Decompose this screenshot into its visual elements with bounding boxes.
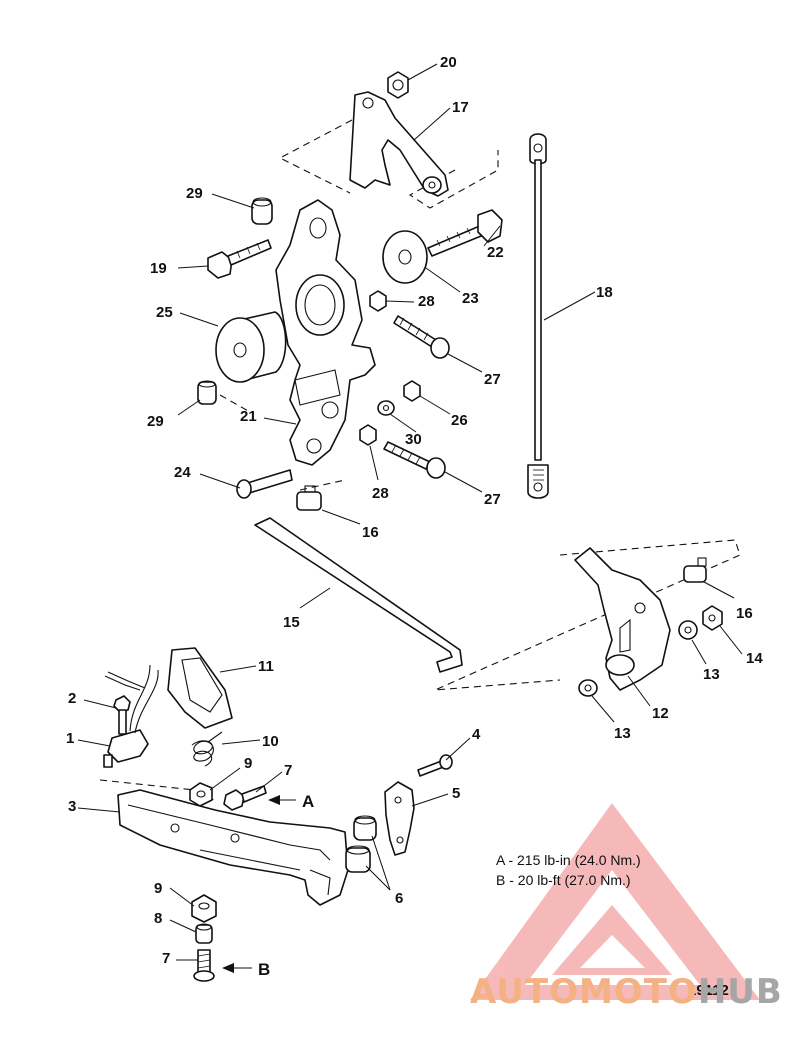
callout-6: 6 <box>395 890 403 907</box>
torque-arrow-b <box>222 963 252 973</box>
part-10-spring <box>191 731 223 767</box>
part-15-link-rod <box>254 517 463 673</box>
part-11-cover <box>167 647 233 729</box>
part-6-bushing-upper <box>353 815 377 841</box>
part-23-washer <box>382 230 428 284</box>
part-2-screw <box>113 695 131 735</box>
torque-spec-a: A - 215 lb-in (24.0 Nm.) <box>496 852 641 868</box>
watermark-text-hub: HUB <box>697 972 783 1012</box>
callout-28-lower: 28 <box>372 485 389 502</box>
callout-13-left: 13 <box>614 725 631 742</box>
part-7-bolt-upper <box>223 785 267 811</box>
part-3-mounting-plate <box>117 789 349 906</box>
watermark-text: AUTOMOTOHUB <box>470 972 783 1012</box>
callout-30: 30 <box>405 431 422 448</box>
callout-16-upper: 16 <box>362 524 379 541</box>
callout-7-upper: 7 <box>284 762 292 779</box>
callout-numbers: 20 17 18 29 19 22 23 28 25 27 29 21 26 3… <box>66 54 763 979</box>
part-24-pin <box>236 469 293 499</box>
callout-16-right: 16 <box>736 605 753 622</box>
part-7-bolt-lower <box>193 949 215 982</box>
part-25-roller <box>215 311 287 383</box>
part-13-bushing-left <box>578 679 598 697</box>
callout-14: 14 <box>746 650 763 667</box>
part-29-bushing-upper <box>251 197 273 225</box>
part-12-lever <box>574 547 671 691</box>
leader-lines <box>77 63 743 961</box>
callout-29-upper: 29 <box>186 185 203 202</box>
part-16-clip-upper <box>296 485 322 511</box>
callout-7-lower: 7 <box>162 950 170 967</box>
callout-28-upper: 28 <box>418 293 435 310</box>
part-26-nut <box>403 380 421 402</box>
callout-8: 8 <box>154 910 162 927</box>
part-29-bushing-lower <box>197 380 217 405</box>
callout-29-lower: 29 <box>147 413 164 430</box>
part-19-bolt <box>207 239 272 279</box>
callout-24: 24 <box>174 464 191 481</box>
part-27-screw-lower <box>383 441 446 479</box>
callout-3: 3 <box>68 798 76 815</box>
part-5-bracket <box>384 781 415 856</box>
callout-11: 11 <box>258 658 274 675</box>
callout-4: 4 <box>472 726 481 743</box>
part-17-bracket <box>349 91 449 197</box>
torque-letter-a: A <box>302 792 314 811</box>
part-18-link-rod <box>527 133 549 499</box>
callout-25: 25 <box>156 304 173 321</box>
callout-5: 5 <box>452 785 460 802</box>
figure-number: 19112 <box>688 982 729 999</box>
callout-2: 2 <box>68 690 76 707</box>
part-21-throttle-cam <box>275 199 376 466</box>
watermark-text-automoto: AUTOMOTO <box>470 972 698 1012</box>
part-6-bushing-lower <box>345 845 371 873</box>
part-8-spacer <box>195 923 213 944</box>
part-9-nut-upper <box>189 782 213 807</box>
callout-12: 12 <box>652 705 669 722</box>
callout-22: 22 <box>487 244 504 261</box>
part-22-bolt <box>427 209 503 257</box>
torque-arrow-a <box>268 795 296 805</box>
part-28-nut-lower <box>359 424 377 446</box>
callout-19: 19 <box>150 260 167 277</box>
callout-17: 17 <box>452 99 469 116</box>
callout-13-right: 13 <box>703 666 720 683</box>
callout-27-upper: 27 <box>484 371 501 388</box>
torque-spec-notes: A - 215 lb-in (24.0 Nm.) B - 20 lb-ft (2… <box>496 850 641 890</box>
callout-1: 1 <box>66 730 74 747</box>
callout-23: 23 <box>462 290 479 307</box>
callout-20: 20 <box>440 54 457 71</box>
torque-letter-b: B <box>258 960 270 979</box>
callout-10: 10 <box>262 733 279 750</box>
callout-18: 18 <box>596 284 613 301</box>
part-9-nut-lower <box>191 894 217 923</box>
part-27-screw-upper <box>393 315 450 359</box>
callout-9-lower: 9 <box>154 880 162 897</box>
callout-9-upper: 9 <box>244 755 252 772</box>
callout-15: 15 <box>283 614 300 631</box>
part-1-switch <box>103 664 159 768</box>
callout-27-lower: 27 <box>484 491 501 508</box>
part-4-screw <box>417 754 453 777</box>
part-28-nut-upper <box>369 290 387 312</box>
part-30-washer <box>377 400 395 416</box>
part-13-bushing-right <box>678 620 698 640</box>
part-20-nut <box>387 71 409 99</box>
callout-21: 21 <box>240 408 257 425</box>
part-16-clip-right <box>683 557 707 583</box>
torque-spec-b: B - 20 lb-ft (27.0 Nm.) <box>496 872 631 888</box>
part-14-nut <box>702 605 723 631</box>
callout-26: 26 <box>451 412 468 429</box>
watermark-logo <box>470 803 760 1000</box>
